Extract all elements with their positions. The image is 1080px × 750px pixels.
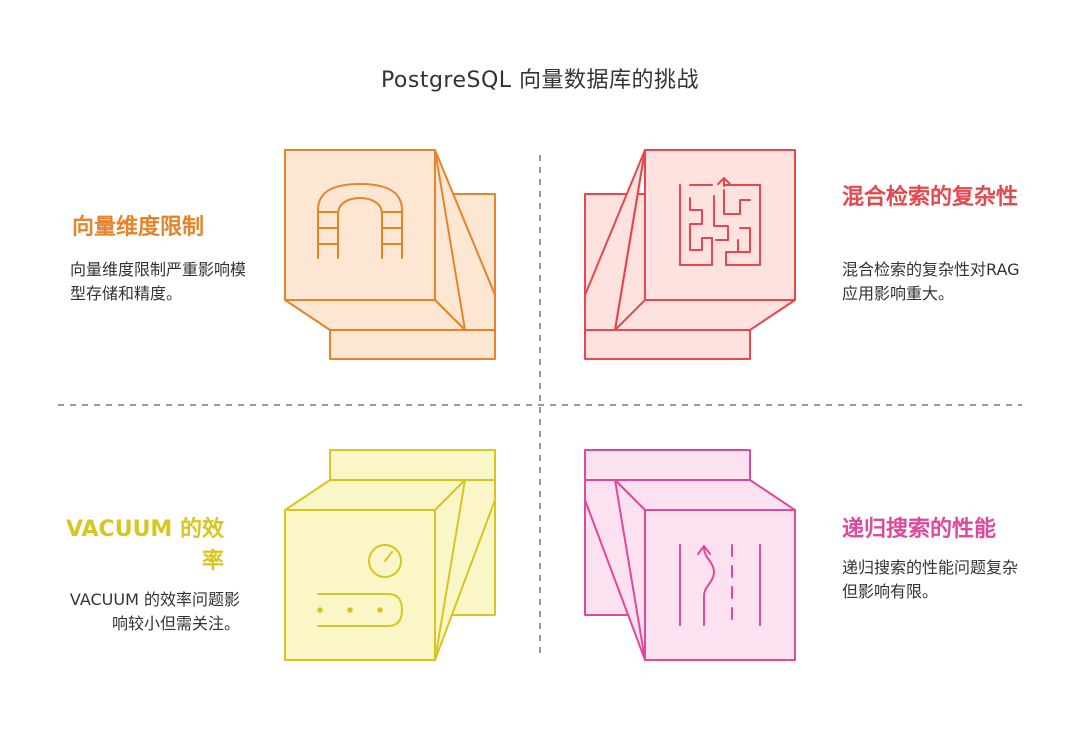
cube-top (284, 479, 466, 511)
washing-machine-icon (317, 544, 404, 627)
quadrant-top-right-graphic (584, 149, 796, 360)
cube-top (614, 479, 796, 511)
quadrant-heading-dimension-limit: 向量维度限制 (72, 215, 205, 240)
cube-front (284, 149, 436, 301)
cube-side-edge (614, 479, 646, 661)
cube-side (584, 479, 646, 661)
cube-front (284, 509, 436, 661)
quadrant-heading-hybrid-search: 混合检索的复杂性 (842, 185, 1019, 210)
quadrant-top-left-graphic (284, 149, 496, 360)
quadrant-description-recursive-search: 递归搜索的性能问题复杂但影响有限。 (842, 558, 1019, 601)
cube-bottom (284, 299, 466, 331)
cube-side-edge (434, 479, 466, 661)
quadrant-heading-recursive-search: 递归搜索的性能 (842, 517, 997, 542)
cube-front (644, 509, 796, 661)
maze-icon (679, 177, 761, 266)
arch-ladder-icon (317, 182, 403, 259)
quadrant-heading-vacuum: VACUUM 的效率 (66, 517, 224, 574)
quadrant-description-dimension-limit: 向量维度限制严重影响模型存储和精度。 (70, 260, 247, 303)
quadrant-bottom-left-graphic (284, 449, 496, 661)
quadrant-bottom-right-graphic (584, 449, 796, 661)
cube-side-edge (434, 149, 466, 331)
cube-side-edge (614, 149, 646, 331)
quadrant-description-vacuum: VACUUM 的效率问题影响较小但需关注。 (69, 590, 240, 633)
winding-road-icon (679, 544, 761, 626)
cube-bottom (614, 299, 796, 331)
page-title: PostgreSQL 向量数据库的挑战 (380, 68, 700, 93)
quadrant-description-hybrid-search: 混合检索的复杂性对RAG应用影响重大。 (842, 260, 1020, 303)
